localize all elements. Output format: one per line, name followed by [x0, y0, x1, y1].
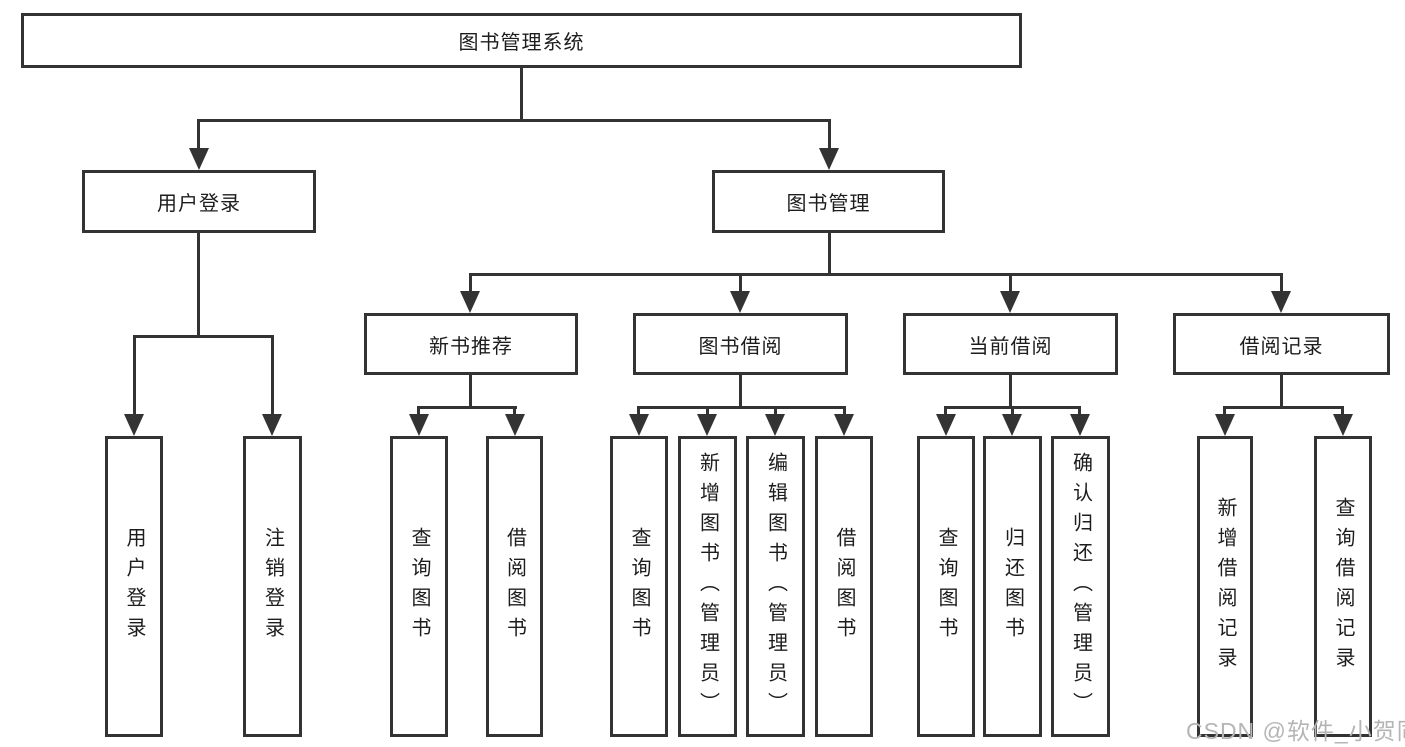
node-label: 当前借阅	[968, 335, 1053, 358]
node-label: 图书借阅	[698, 335, 783, 358]
node-label: 确认归还（管理员）	[1069, 451, 1092, 722]
node-borrow-records: 借阅记录	[1173, 313, 1390, 375]
node-label: 新增图书（管理员）	[696, 451, 719, 722]
connector-records-hline	[1223, 406, 1344, 409]
arrow-down-leaf-logout	[262, 414, 282, 436]
connector-drop-leaf-logout	[271, 335, 274, 418]
node-label: 编辑图书（管理员）	[764, 451, 787, 722]
node-label: 新书推荐	[429, 335, 513, 358]
connector-bookborrow-stem	[739, 375, 742, 409]
connector-drop-leaf-query-books-1	[417, 406, 420, 418]
connector-drop-book-borrow	[739, 273, 742, 295]
node-label: 借阅图书	[503, 526, 526, 647]
node-label: 用户登录	[123, 526, 145, 647]
node-label: 图书管理	[786, 193, 871, 215]
connector-drop-borrow-records	[1280, 273, 1283, 295]
connector-bookmgmt-hline	[469, 273, 1283, 276]
connector-drop-new-book-recommend	[469, 273, 472, 295]
connector-recommend-hline	[417, 406, 517, 409]
node-new-book-recommend: 新书推荐	[364, 313, 578, 375]
connector-userlogin-hline	[133, 335, 274, 338]
connector-bookmgmt-stem	[828, 233, 831, 275]
node-label: 查询借阅记录	[1332, 496, 1354, 677]
node-label: 注销登录	[261, 526, 284, 647]
leaf-query-books-1: 查询图书	[390, 436, 448, 737]
connector-drop-leaf-borrow-books-2	[843, 406, 846, 418]
connector-drop-leaf-user-login	[133, 335, 136, 418]
leaf-confirm-return-admin: 确认归还（管理员）	[1051, 436, 1110, 737]
connector-currentborrow-stem	[1009, 375, 1012, 409]
node-label: 新增借阅记录	[1214, 496, 1236, 677]
connector-drop-leaf-query-books-2	[637, 406, 640, 418]
arrow-down-leaf-query-record	[1333, 414, 1353, 436]
node-user-login: 用户登录	[82, 170, 316, 233]
arrow-down-leaf-borrow-books-1	[505, 414, 525, 436]
node-label: 借阅图书	[833, 526, 855, 647]
arrow-down-leaf-query-books-1	[409, 414, 429, 436]
arrow-down-leaf-user-login	[124, 414, 144, 436]
leaf-query-borrow-record: 查询借阅记录	[1314, 436, 1372, 737]
connector-drop-leaf-borrow-books-1	[513, 406, 516, 418]
arrow-down-new-book-recommend	[460, 291, 480, 313]
connector-records-stem	[1280, 375, 1283, 409]
leaf-query-books-2: 查询图书	[610, 436, 668, 737]
connector-drop-leaf-return-book	[1011, 406, 1014, 418]
arrow-down-leaf-query-books-2	[629, 414, 649, 436]
node-label: 查询图书	[935, 526, 957, 647]
connector-drop-leaf-query-record	[1341, 406, 1344, 418]
arrow-down-user-login	[189, 148, 209, 170]
leaf-borrow-books-1: 借阅图书	[486, 436, 543, 737]
arrow-down-book-borrow	[730, 291, 750, 313]
watermark: CSDN @软件_小贺同学	[1186, 718, 1405, 744]
leaf-logout: 注销登录	[243, 436, 302, 737]
arrow-down-leaf-edit-book	[765, 414, 785, 436]
connector-drop-leaf-confirm-return	[1078, 406, 1081, 418]
connector-bookborrow-hline	[637, 406, 846, 409]
node-current-borrow: 当前借阅	[903, 313, 1118, 375]
arrow-down-leaf-add-book	[697, 414, 717, 436]
arrow-down-leaf-confirm-return	[1070, 414, 1090, 436]
leaf-edit-book-admin: 编辑图书（管理员）	[746, 436, 805, 737]
node-label: 归还图书	[1001, 526, 1024, 647]
node-label: 查询图书	[628, 526, 650, 647]
connector-drop-leaf-query-books-3	[944, 406, 947, 418]
arrow-down-book-management	[819, 148, 839, 170]
connector-drop-leaf-add-book	[706, 406, 709, 418]
node-book-borrow: 图书借阅	[633, 313, 848, 375]
leaf-user-login: 用户登录	[105, 436, 163, 737]
node-label: 查询图书	[408, 526, 430, 647]
leaf-query-books-3: 查询图书	[917, 436, 975, 737]
node-label: 借阅记录	[1239, 335, 1324, 358]
arrow-down-leaf-return-book	[1002, 414, 1022, 436]
connector-drop-current-borrow	[1009, 273, 1012, 295]
connector-userlogin-stem	[197, 233, 200, 337]
connector-drop-book-management	[828, 119, 831, 152]
arrow-down-leaf-borrow-books-2	[834, 414, 854, 436]
connector-root-hline	[198, 119, 831, 122]
node-book-management: 图书管理	[712, 170, 945, 233]
leaf-return-book: 归还图书	[983, 436, 1042, 737]
connector-drop-leaf-add-record	[1223, 406, 1226, 418]
node-library-system: 图书管理系统	[21, 13, 1022, 68]
leaf-add-book-admin: 新增图书（管理员）	[678, 436, 737, 737]
connector-recommend-stem	[469, 375, 472, 409]
leaf-borrow-books-2: 借阅图书	[815, 436, 873, 737]
arrow-down-borrow-records	[1271, 291, 1291, 313]
arrow-down-leaf-add-record	[1215, 414, 1235, 436]
connector-drop-user-login	[197, 119, 200, 152]
connector-root-stem	[520, 68, 523, 121]
node-label: 图书管理系统	[458, 32, 585, 54]
connector-drop-leaf-edit-book	[774, 406, 777, 418]
arrow-down-current-borrow	[1000, 291, 1020, 313]
arrow-down-leaf-query-books-3	[936, 414, 956, 436]
node-label: 用户登录	[157, 193, 241, 215]
leaf-add-borrow-record: 新增借阅记录	[1197, 436, 1253, 737]
